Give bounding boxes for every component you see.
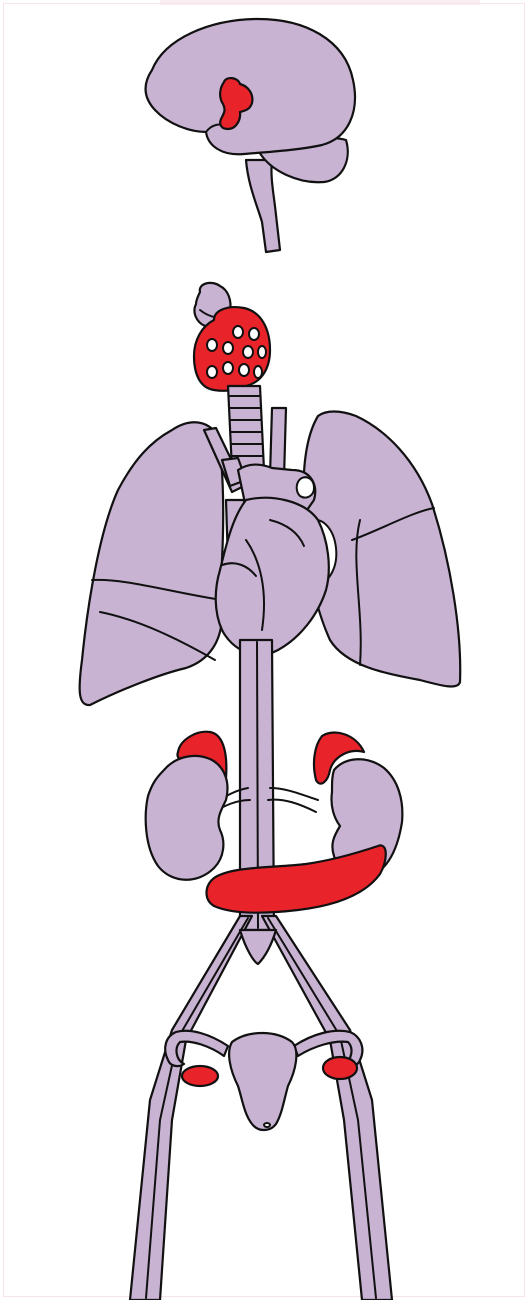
- pancreas: [207, 845, 386, 912]
- heart: [216, 498, 337, 655]
- left-fallopian-tube: [165, 1031, 228, 1066]
- left-kidney: [146, 756, 228, 880]
- left-ovary: [182, 1066, 218, 1086]
- trachea: [228, 386, 264, 470]
- brainstem: [246, 160, 280, 252]
- cerebrum: [146, 19, 355, 154]
- left-lung: [80, 422, 224, 705]
- brain: [146, 19, 355, 252]
- right-ovary: [323, 1057, 357, 1079]
